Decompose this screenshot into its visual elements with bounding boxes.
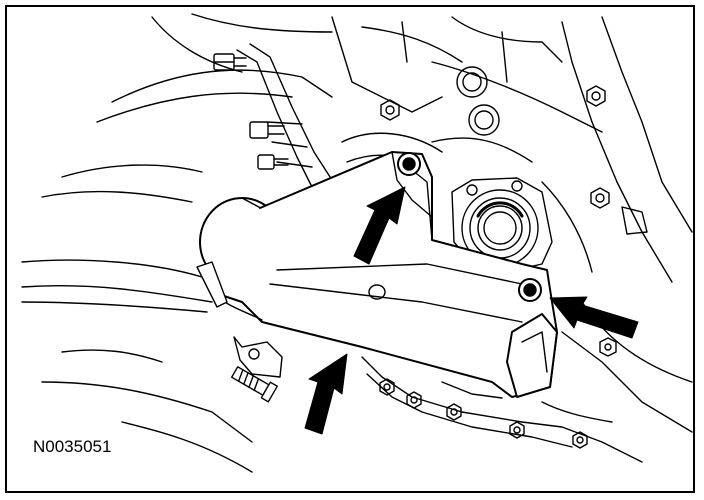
arrow-upper-bolt — [353, 186, 406, 265]
bolt-icon — [249, 121, 285, 139]
bolt-head-icon — [446, 403, 462, 421]
bolt-head-icon — [572, 431, 588, 449]
upper-mount-bolt — [397, 152, 421, 176]
nut-icon — [380, 99, 400, 121]
bolt-head-icon — [466, 184, 478, 196]
technical-illustration — [21, 13, 693, 473]
right-mount-bolt — [518, 278, 542, 302]
oil-pan-flange — [361, 356, 643, 463]
bolt-head-icon — [511, 180, 523, 192]
upper-left-housing — [236, 43, 333, 188]
figure-id-label: N0035051 — [31, 437, 114, 457]
bolt-head-icon — [509, 421, 525, 439]
figure-frame: N0035051 — [5, 5, 695, 493]
lower-stud-icon — [230, 366, 278, 403]
bolt-head-icon — [406, 391, 422, 409]
nut-icon — [590, 187, 610, 209]
bolt-head-icon — [379, 378, 395, 396]
mount-bracket — [196, 151, 558, 398]
upper-left-bolts — [213, 53, 289, 170]
arrow-right-bolt — [549, 296, 639, 339]
nut-icon — [599, 337, 617, 357]
callout-arrows — [304, 186, 639, 435]
arrow-lower-bracket — [304, 353, 348, 435]
background-engine-lines — [21, 13, 693, 473]
nut-icon — [586, 85, 606, 107]
bolt-icon — [213, 53, 247, 71]
bolt-icon — [257, 154, 289, 170]
